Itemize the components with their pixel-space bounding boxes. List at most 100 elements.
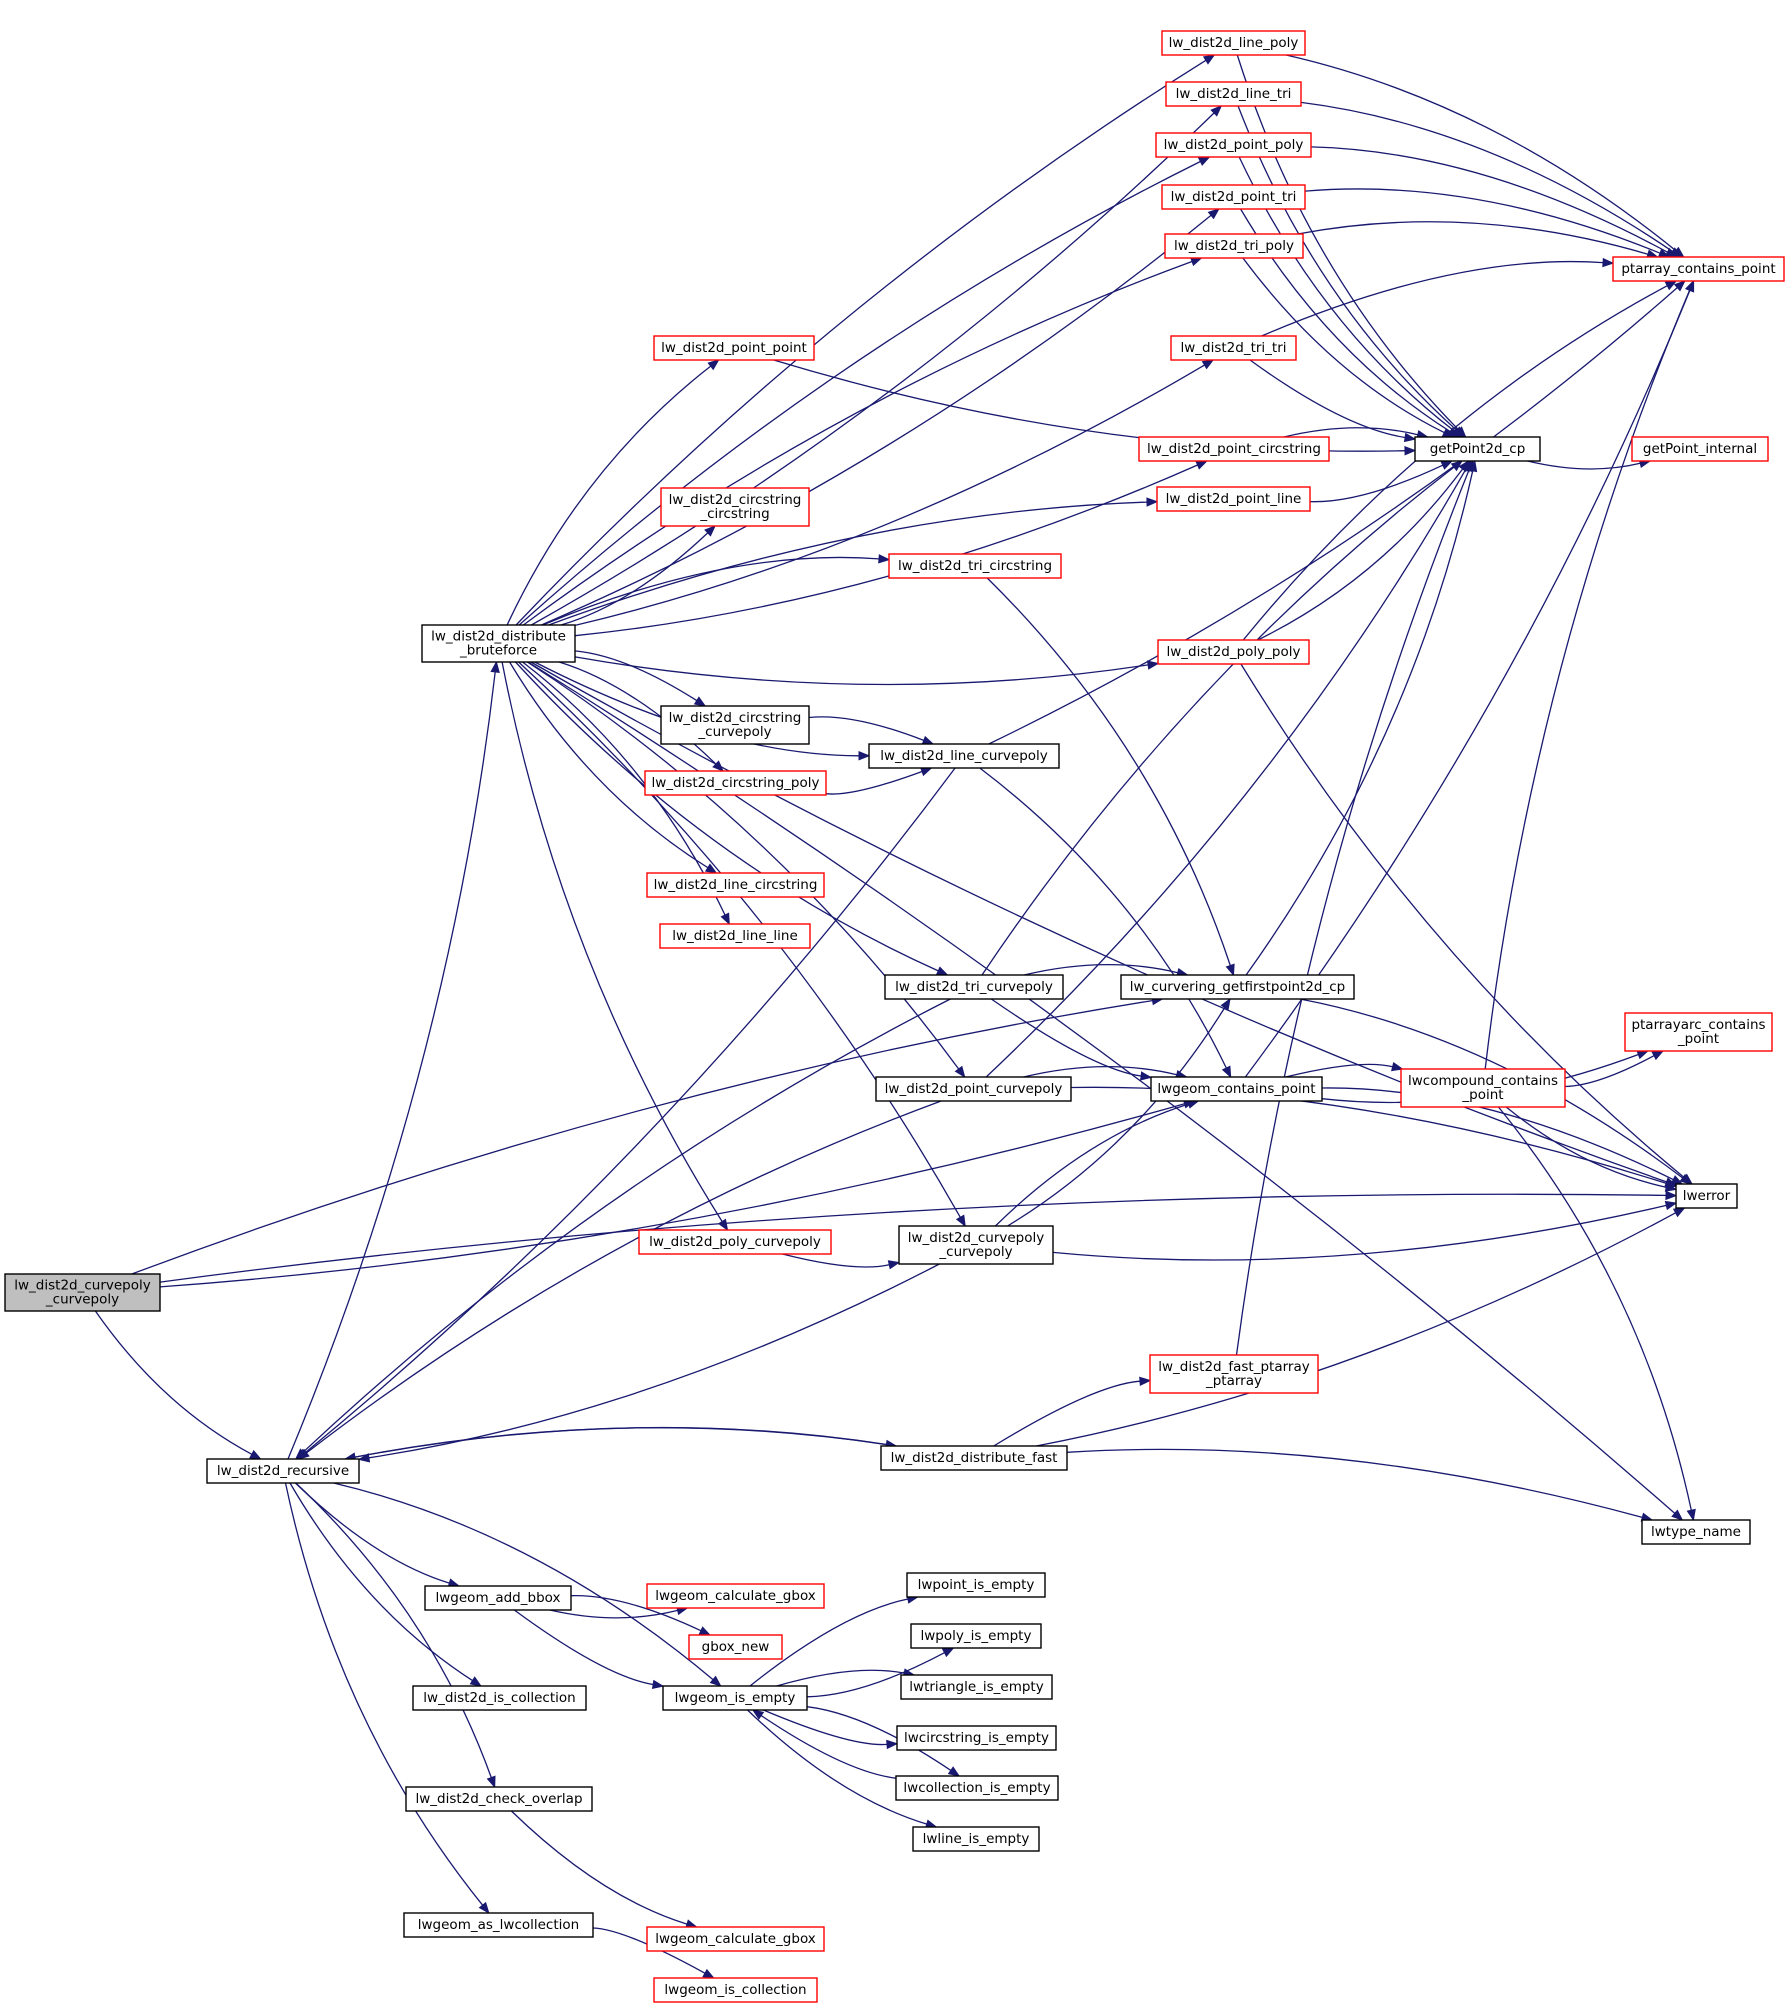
node-line-curvepoly[interactable]: lw_dist2d_line_curvepoly bbox=[868, 743, 1060, 769]
node-getpoint2d-cp[interactable]: getPoint2d_cp bbox=[1414, 436, 1541, 462]
edge-arrowhead bbox=[955, 1214, 966, 1228]
node-compound-contains[interactable]: lwcompound_contains_point bbox=[1400, 1068, 1566, 1108]
node-gbox-new[interactable]: gbox_new bbox=[688, 1634, 783, 1660]
node-check-overlap[interactable]: lw_dist2d_check_overlap bbox=[405, 1786, 593, 1812]
node-point-circstring[interactable]: lw_dist2d_point_circstring bbox=[1138, 436, 1330, 462]
edge-line_tri-to-ptarray_contains bbox=[1300, 101, 1682, 258]
node-add-bbox[interactable]: lwgeom_add_bbox bbox=[424, 1585, 572, 1611]
edge-arrowhead bbox=[1665, 1190, 1678, 1201]
edge-circstring_poly-to-line_curvepoly bbox=[825, 767, 933, 795]
edge-arrowhead bbox=[704, 525, 716, 537]
node-is-empty[interactable]: lwgeom_is_empty bbox=[662, 1685, 808, 1711]
edge-line bbox=[808, 716, 924, 742]
node-lwline-empty[interactable]: lwline_is_empty bbox=[912, 1826, 1040, 1852]
edge-line bbox=[509, 661, 709, 869]
node-bruteforce[interactable]: lw_dist2d_distribute_bruteforce bbox=[421, 624, 576, 663]
edge-line bbox=[574, 364, 1205, 627]
node-box bbox=[1161, 184, 1306, 210]
edge-arrowhead bbox=[249, 1449, 262, 1460]
node-tri-poly[interactable]: lw_dist2d_tri_poly bbox=[1164, 233, 1304, 259]
node-label: lw_dist2d_circstring_poly bbox=[651, 775, 819, 791]
edge-line bbox=[994, 1103, 1189, 1227]
node-curvepoly-curvepoly[interactable]: lw_dist2d_curvepoly_curvepoly bbox=[898, 1225, 1054, 1265]
node-curvering-first[interactable]: lw_curvering_getfirstpoint2d_cp bbox=[1120, 974, 1355, 1000]
node-tri-curvepoly[interactable]: lw_dist2d_tri_curvepoly bbox=[884, 974, 1064, 1000]
node-line-circstring[interactable]: lw_dist2d_line_circstring bbox=[646, 872, 825, 898]
node-circstring-poly[interactable]: lw_dist2d_circstring_poly bbox=[644, 770, 827, 796]
node-line-tri[interactable]: lw_dist2d_line_tri bbox=[1165, 81, 1302, 107]
node-lwcollection-empty[interactable]: lwcollection_is_empty bbox=[895, 1775, 1059, 1801]
node-box bbox=[888, 553, 1062, 579]
node-poly-poly[interactable]: lw_dist2d_poly_poly bbox=[1157, 639, 1310, 665]
edge-check_overlap-to-calc_gbox_2 bbox=[510, 1810, 698, 1929]
edge-tri_curvepoly-to-recursive bbox=[294, 998, 951, 1460]
node-label: lw_dist2d_point_curvepoly bbox=[885, 1081, 1063, 1097]
node-label: lw_dist2d_line_tri bbox=[1176, 86, 1292, 102]
node-calc-gbox-1[interactable]: lwgeom_calculate_gbox bbox=[646, 1583, 825, 1609]
node-point-point[interactable]: lw_dist2d_point_point bbox=[653, 335, 815, 361]
edge-line bbox=[1052, 1204, 1667, 1261]
edge-line bbox=[760, 1715, 897, 1779]
node-point-poly[interactable]: lw_dist2d_point_poly bbox=[1155, 132, 1312, 158]
node-box bbox=[206, 1458, 360, 1484]
node-is-collection[interactable]: lwgeom_is_collection bbox=[653, 1977, 818, 2003]
edge-arrowhead bbox=[1391, 1061, 1404, 1072]
node-calc-gbox-2[interactable]: lwgeom_calculate_gbox bbox=[646, 1926, 825, 1952]
edge-line bbox=[289, 1482, 473, 1682]
edge-arrowhead bbox=[954, 1065, 966, 1079]
edge-arrowhead bbox=[1664, 1182, 1678, 1192]
edge-arrowhead bbox=[1664, 280, 1678, 291]
node-label: lw_dist2d_line_line bbox=[672, 928, 798, 944]
edge-arrowhead bbox=[1403, 432, 1417, 443]
edge-line bbox=[1297, 221, 1649, 255]
edge-line bbox=[549, 1609, 678, 1619]
node-lwerror[interactable]: lwerror bbox=[1675, 1183, 1738, 1209]
node-line-line[interactable]: lw_dist2d_line_line bbox=[659, 923, 811, 949]
node-tri-circstring[interactable]: lw_dist2d_tri_circstring bbox=[888, 553, 1062, 579]
node-recursive[interactable]: lw_dist2d_recursive bbox=[206, 1458, 360, 1484]
node-box bbox=[1149, 1354, 1319, 1394]
node-label: lw_dist2d_tri_curvepoly bbox=[895, 979, 1053, 995]
node-point-curvepoly[interactable]: lw_dist2d_point_curvepoly bbox=[875, 1076, 1072, 1102]
edge-tri_curvepoly-to-contains_point bbox=[990, 998, 1153, 1081]
node-circstring-curvepoly[interactable]: lw_dist2d_circstring_curvepoly bbox=[660, 705, 810, 745]
node-is-collection-dist[interactable]: lw_dist2d_is_collection bbox=[412, 1685, 587, 1711]
edge-line bbox=[295, 1482, 492, 1778]
edge-line bbox=[806, 1652, 945, 1698]
node-lwtriangle-empty[interactable]: lwtriangle_is_empty bbox=[900, 1674, 1053, 1700]
node-contains-point[interactable]: lwgeom_contains_point bbox=[1150, 1076, 1323, 1102]
edge-arrowhead bbox=[887, 1260, 901, 1270]
node-as-lwcollection[interactable]: lwgeom_as_lwcollection bbox=[403, 1912, 594, 1938]
edge-line bbox=[1300, 101, 1673, 252]
node-ptarray-contains[interactable]: ptarray_contains_point bbox=[1612, 256, 1785, 282]
edge-line bbox=[1527, 460, 1641, 470]
node-lwcircstring-empty[interactable]: lwcircstring_is_empty bbox=[896, 1725, 1057, 1751]
edge-line bbox=[1304, 188, 1661, 254]
edge-is_empty-to-lwcircstring_empty bbox=[763, 1709, 899, 1750]
edge-line bbox=[354, 1427, 897, 1458]
edge-line bbox=[333, 1482, 714, 1681]
node-point-line[interactable]: lw_dist2d_point_line bbox=[1156, 486, 1311, 512]
edge-curvepoly_curvepoly-to-curvering_first bbox=[1007, 997, 1231, 1227]
node-lwpoint-empty[interactable]: lwpoint_is_empty bbox=[906, 1572, 1046, 1598]
edge-arrowhead bbox=[1225, 963, 1235, 977]
edge-compound_contains-to-ptarrayarc_contains bbox=[1564, 1050, 1665, 1088]
node-label: lw_dist2d_curvepoly bbox=[908, 1230, 1045, 1246]
node-circstring-circstring[interactable]: lw_dist2d_circstring_circstring bbox=[660, 487, 810, 527]
edge-line bbox=[749, 1598, 909, 1687]
node-label: gbox_new bbox=[702, 1639, 770, 1655]
edge-line bbox=[574, 650, 698, 702]
node-lwpoly-empty[interactable]: lwpoly_is_empty bbox=[910, 1623, 1042, 1649]
node-tri-tri[interactable]: lw_dist2d_tri_tri bbox=[1170, 335, 1297, 361]
node-getpoint-internal[interactable]: getPoint_internal bbox=[1631, 436, 1769, 462]
node-distribute-fast[interactable]: lw_dist2d_distribute_fast bbox=[880, 1445, 1068, 1471]
node-line-poly[interactable]: lw_dist2d_line_poly bbox=[1161, 30, 1306, 56]
node-ptarrayarc-contains[interactable]: ptarrayarc_contains_point bbox=[1624, 1012, 1773, 1052]
node-poly-curvepoly[interactable]: lw_dist2d_poly_curvepoly bbox=[638, 1229, 832, 1255]
edge-distribute_fast-to-recursive bbox=[343, 1427, 897, 1462]
node-fast-ptarray[interactable]: lw_dist2d_fast_ptarray_ptarray bbox=[1149, 1354, 1319, 1394]
node-lwtype-name[interactable]: lwtype_name bbox=[1641, 1519, 1751, 1545]
edge-arrowhead bbox=[1679, 1173, 1692, 1185]
edge-line bbox=[1245, 470, 1474, 976]
node-point-tri[interactable]: lw_dist2d_point_tri bbox=[1161, 184, 1306, 210]
